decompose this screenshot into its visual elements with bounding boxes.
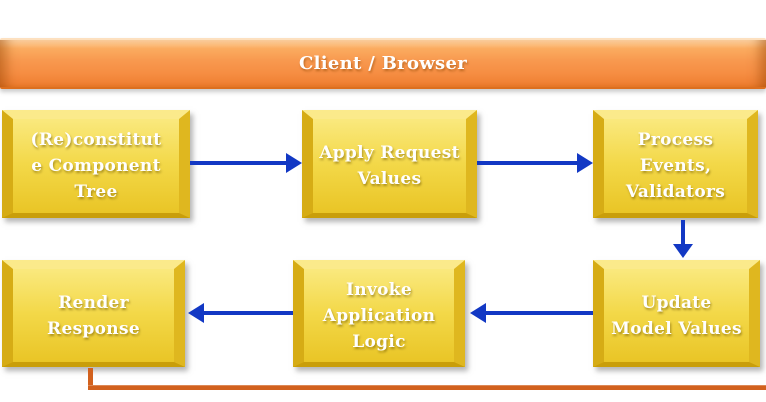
node-label: (Re)constitut e Component Tree	[30, 130, 162, 202]
feedback-line-vertical	[88, 368, 93, 390]
arrow-reconstitute-to-apply-icon	[190, 153, 302, 173]
node-process-events-validators: Process Events, Validators	[593, 110, 758, 218]
node-reconstitute-component-tree: (Re)constitut e Component Tree	[2, 110, 190, 218]
feedback-line-horizontal	[88, 385, 766, 390]
node-apply-request-values: Apply Request Values	[302, 110, 477, 218]
arrow-invoke-to-render-icon	[188, 303, 293, 323]
node-render-response: Render Response	[2, 260, 185, 367]
node-update-model-values: Update Model Values	[593, 260, 760, 367]
arrow-apply-to-process-icon	[477, 153, 593, 173]
node-label: Process Events, Validators	[625, 130, 726, 202]
arrow-process-to-update-icon	[673, 220, 693, 258]
node-label: Render Response	[47, 292, 140, 339]
node-invoke-application-logic: Invoke Application Logic	[293, 260, 465, 367]
node-label: Update Model Values	[611, 292, 742, 339]
client-browser-label: Client / Browser	[298, 53, 468, 74]
node-label: Apply Request Values	[319, 143, 460, 189]
client-browser-bar: Client / Browser	[0, 38, 766, 89]
arrow-update-to-invoke-icon	[470, 303, 593, 323]
node-label: Invoke Application Logic	[322, 279, 436, 352]
